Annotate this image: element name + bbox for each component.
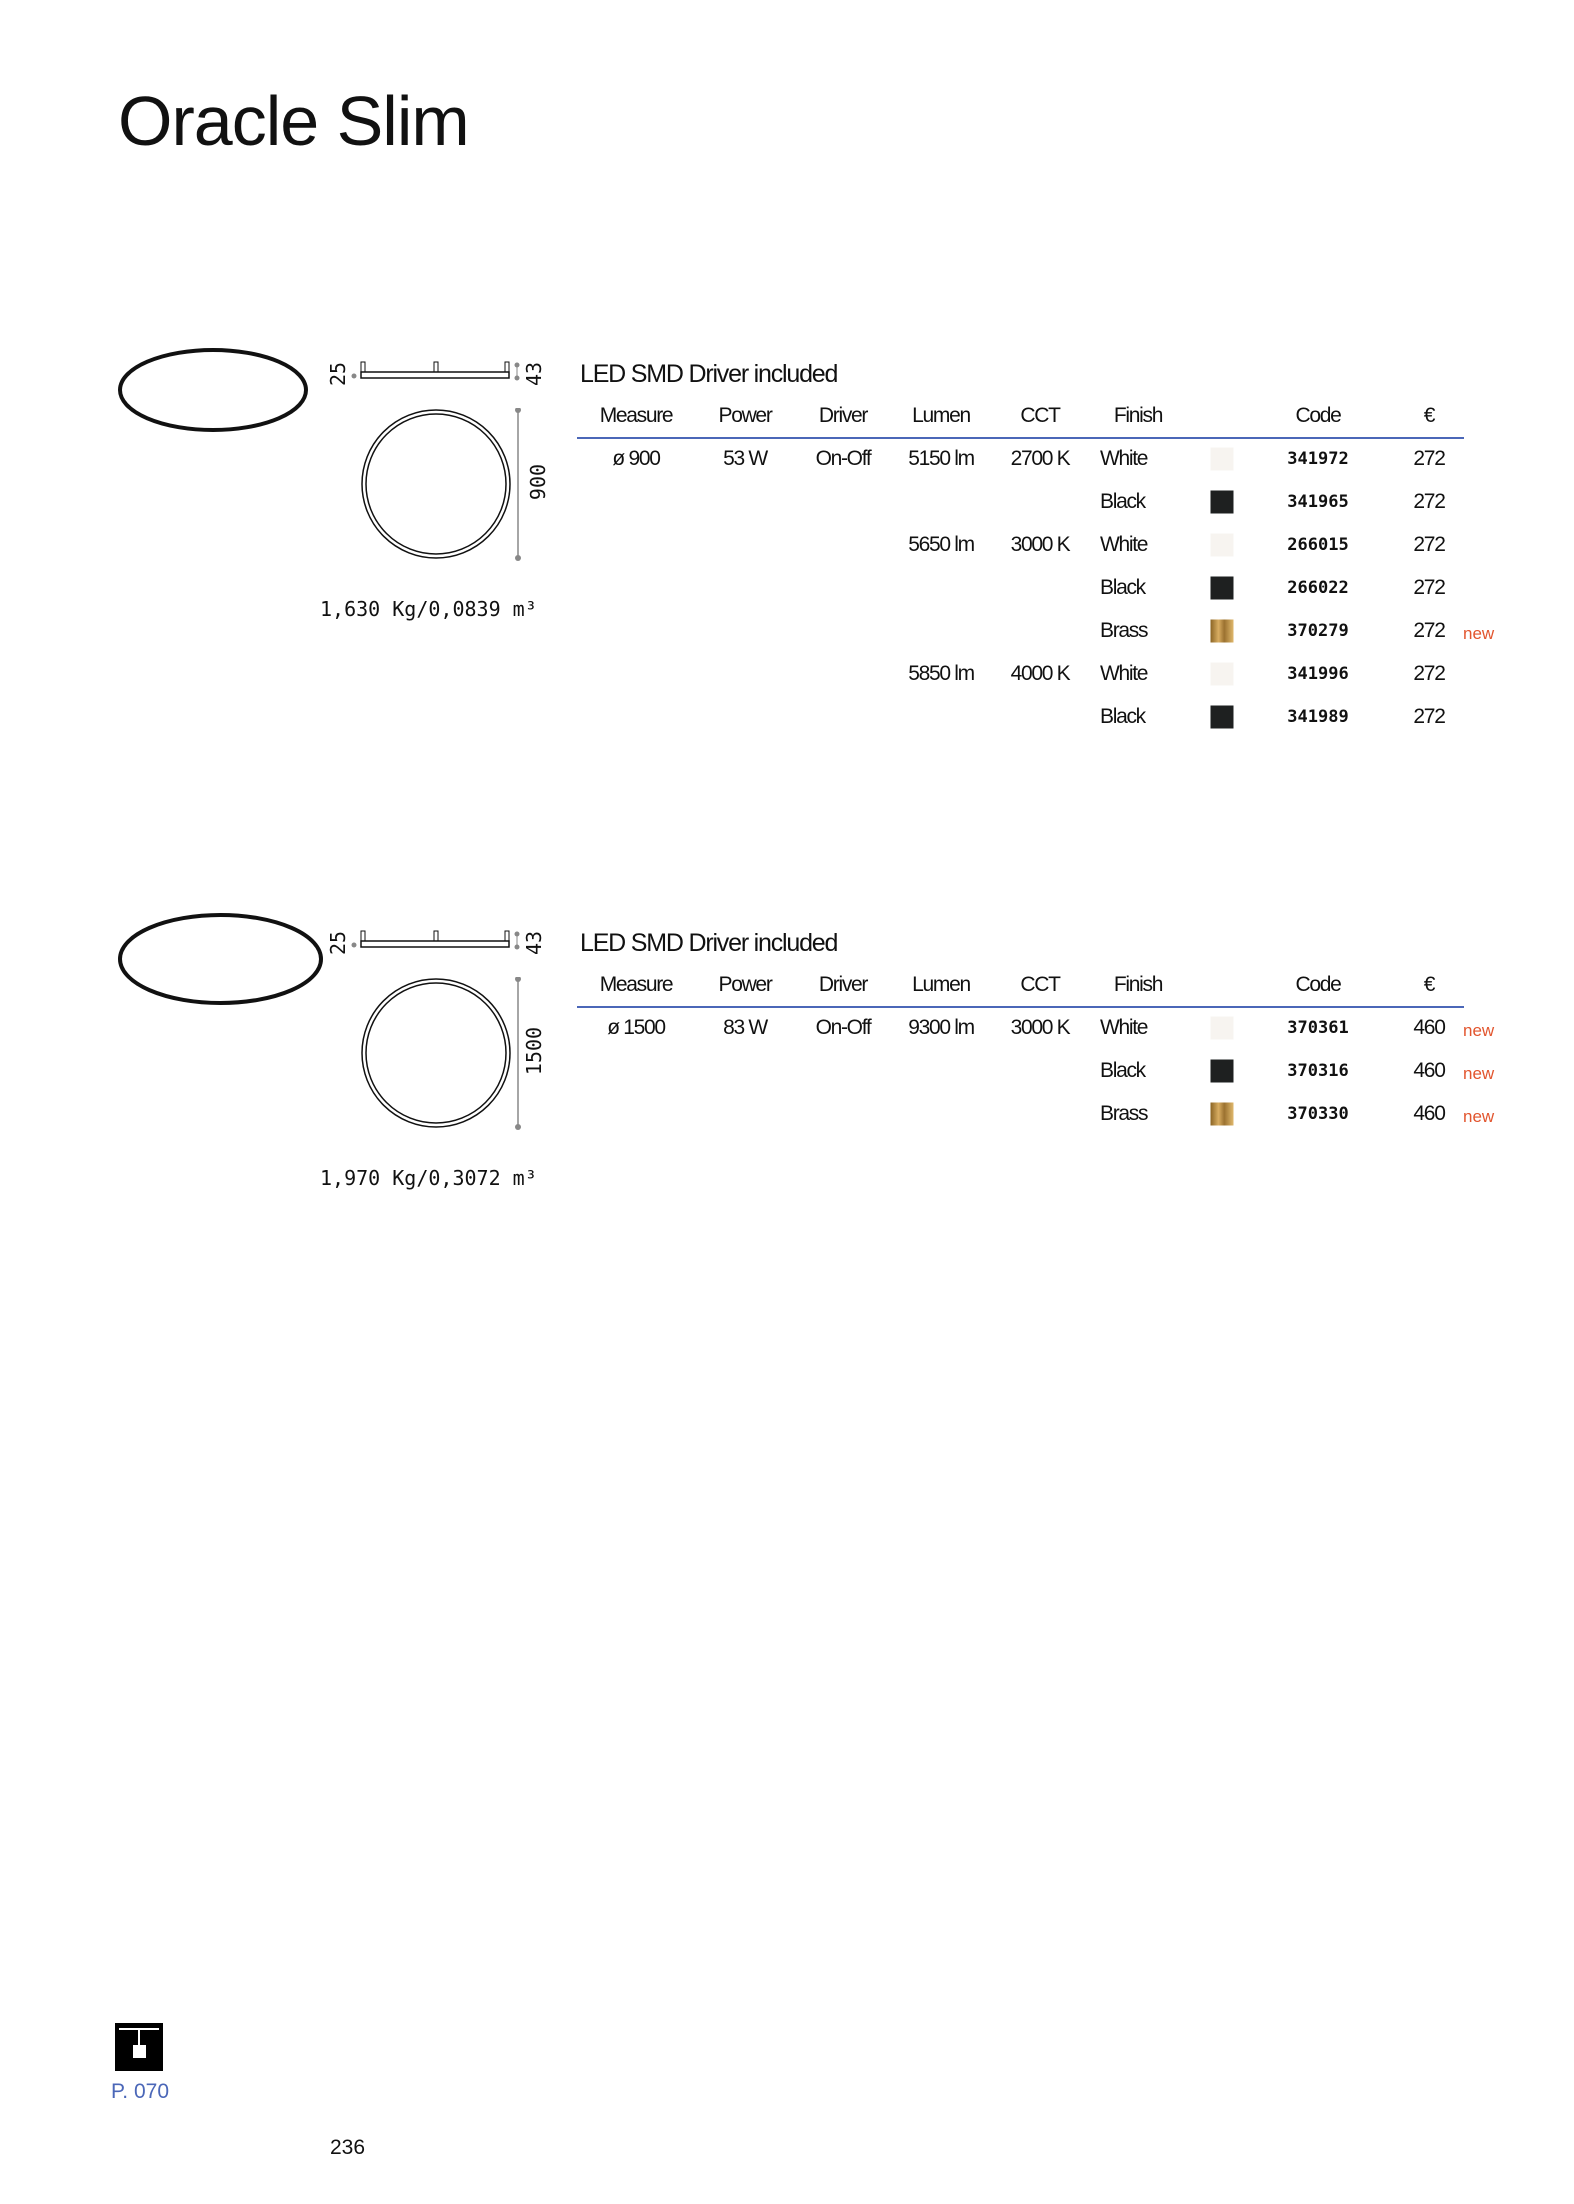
column-header: Power [718, 973, 772, 996]
cell-code: 370279 [1287, 621, 1349, 641]
finish-swatch-black [1210, 576, 1234, 600]
product-ring-image [118, 348, 308, 432]
cell-price: 272 [1413, 533, 1445, 556]
column-header: Lumen [912, 404, 971, 427]
table-heading: LED SMD Driver included [580, 360, 838, 388]
column-header: Driver [818, 404, 869, 427]
column-header: Finish [1113, 404, 1164, 427]
dimension-total-height-label: 43 [522, 930, 547, 956]
column-header: Code [1295, 973, 1341, 996]
header-divider [577, 1006, 1464, 1008]
dimension-diameter-label: 1500 [522, 1026, 547, 1076]
finish-swatch-brass [1210, 1102, 1234, 1126]
cell-price: 272 [1413, 447, 1445, 470]
column-header: CCT [1020, 973, 1061, 996]
header-divider [577, 437, 1464, 439]
cell-finish: Black [1100, 576, 1146, 599]
cell-finish: Black [1100, 490, 1146, 513]
new-badge: new [1463, 1064, 1495, 1083]
column-header: CCT [1020, 404, 1061, 427]
finish-swatch-black [1210, 490, 1234, 514]
column-header: Measure [599, 404, 674, 427]
new-badge: new [1463, 624, 1495, 643]
cell-finish: Brass [1100, 1102, 1148, 1125]
cell-finish: White [1100, 533, 1148, 556]
column-header: € [1423, 404, 1436, 427]
cell-power: 83 W [723, 1016, 768, 1039]
cell-finish: Brass [1100, 619, 1148, 642]
cell-cct: 2700 K [1010, 447, 1071, 470]
column-header: Power [718, 404, 772, 427]
cell-driver: On-Off [815, 447, 872, 470]
cell-lumen: 9300 lm [908, 1016, 975, 1039]
product-section: 25 43 900 1,630 Kg/0,0839 m³ LED SMD Driver … [0, 348, 1574, 934]
side-view-drawing [351, 361, 520, 381]
side-view-drawing [351, 930, 520, 950]
cell-measure: ø 1500 [607, 1016, 666, 1039]
finish-swatch-black [1210, 1059, 1234, 1083]
pendant-lamp-icon [115, 2023, 163, 2071]
column-header: Driver [818, 973, 869, 996]
top-view-drawing [361, 408, 521, 561]
product-section: 25 43 1500 1,970 Kg/0,3072 m³ LED SMD Driver… [0, 913, 1574, 1503]
dimension-total-height-label: 43 [522, 361, 547, 387]
cell-price: 460 [1413, 1102, 1445, 1125]
cell-price: 272 [1413, 619, 1445, 642]
product-ring-image [118, 913, 323, 1005]
column-header: Lumen [912, 973, 971, 996]
cell-price: 272 [1413, 576, 1445, 599]
finish-swatch-white [1210, 662, 1234, 686]
cell-cct: 3000 K [1010, 533, 1071, 556]
cell-code: 370316 [1287, 1061, 1349, 1081]
cell-price: 460 [1413, 1059, 1445, 1082]
cell-code: 341965 [1287, 492, 1349, 512]
cell-code: 370330 [1287, 1104, 1349, 1124]
cell-price: 272 [1413, 705, 1445, 728]
finish-swatch-white [1210, 1016, 1234, 1040]
table-heading: LED SMD Driver included [580, 929, 838, 957]
cell-code: 341972 [1287, 449, 1349, 469]
dimension-height-label: 25 [326, 361, 351, 387]
cell-code: 341989 [1287, 707, 1349, 727]
cell-measure: ø 900 [612, 447, 661, 470]
finish-swatch-brass [1210, 619, 1234, 643]
cell-code: 341996 [1287, 664, 1349, 684]
top-view-drawing [361, 977, 521, 1130]
weight-volume-label: 1,970 Kg/0,3072 m³ [320, 1166, 537, 1190]
weight-volume-label: 1,630 Kg/0,0839 m³ [320, 597, 537, 621]
column-header: Code [1295, 404, 1341, 427]
finish-swatch-white [1210, 447, 1234, 471]
new-badge: new [1463, 1107, 1495, 1126]
dimension-diameter-label: 900 [526, 463, 551, 501]
cell-code: 370361 [1287, 1018, 1349, 1038]
cell-finish: White [1100, 662, 1148, 685]
cell-price: 272 [1413, 662, 1445, 685]
cell-lumen: 5650 lm [908, 533, 975, 556]
cell-price: 460 [1413, 1016, 1445, 1039]
column-header: Finish [1113, 973, 1164, 996]
page-reference-link[interactable]: P. 070 [111, 2080, 170, 2103]
cell-lumen: 5150 lm [908, 447, 975, 470]
cell-lumen: 5850 lm [908, 662, 975, 685]
page-title: Oracle Slim [118, 82, 470, 160]
cell-code: 266015 [1287, 535, 1349, 555]
cell-code: 266022 [1287, 578, 1349, 598]
cell-finish: White [1100, 1016, 1148, 1039]
cell-power: 53 W [723, 447, 768, 470]
cell-cct: 4000 K [1010, 662, 1071, 685]
cell-finish: White [1100, 447, 1148, 470]
cell-finish: Black [1100, 1059, 1146, 1082]
cell-price: 272 [1413, 490, 1445, 513]
finish-swatch-black [1210, 705, 1234, 729]
cell-finish: Black [1100, 705, 1146, 728]
page-number: 236 [330, 2136, 366, 2159]
new-badge: new [1463, 1021, 1495, 1040]
finish-swatch-white [1210, 533, 1234, 557]
cell-driver: On-Off [815, 1016, 872, 1039]
column-header: € [1423, 973, 1436, 996]
column-header: Measure [599, 973, 674, 996]
cell-cct: 3000 K [1010, 1016, 1071, 1039]
dimension-height-label: 25 [326, 930, 351, 956]
